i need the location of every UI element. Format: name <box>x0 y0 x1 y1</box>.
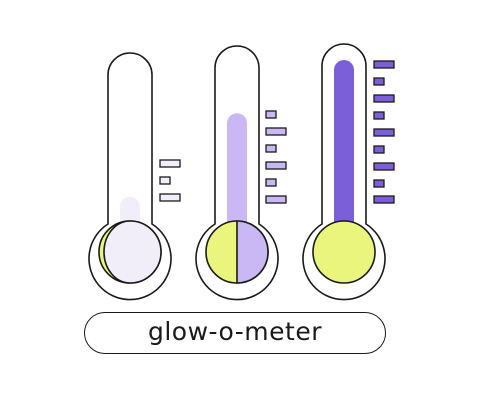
thermometer-high-bulb <box>312 220 376 284</box>
tick <box>265 161 287 170</box>
thermometer-high <box>302 43 395 301</box>
tick <box>373 162 395 171</box>
thermometer-medium-bulb-glow <box>236 220 269 284</box>
glow-o-meter-label-text: glow-o-meter <box>147 317 323 346</box>
thermometer-medium <box>195 45 287 301</box>
tick <box>159 159 181 168</box>
tick <box>373 111 385 120</box>
tick <box>373 94 395 103</box>
tick <box>265 178 277 187</box>
tick <box>265 110 277 119</box>
tick <box>159 176 171 185</box>
tick <box>373 77 385 86</box>
thermometer-low <box>88 52 181 301</box>
tick <box>373 128 395 137</box>
thermometer-medium-fill <box>227 113 247 250</box>
tick <box>373 60 395 69</box>
glow-o-meter-label: glow-o-meter <box>84 312 386 354</box>
thermometer-high-ticks <box>373 60 395 204</box>
thermometer-low-ticks <box>159 159 181 202</box>
tick <box>373 145 385 154</box>
tick <box>373 195 395 204</box>
tick <box>265 127 287 136</box>
tick <box>265 195 287 204</box>
tick <box>265 144 277 153</box>
tick <box>159 193 181 202</box>
thermometer-high-fill <box>334 60 354 250</box>
thermometer-medium-ticks <box>265 110 287 204</box>
tick <box>373 179 385 188</box>
thermometer-low-bulb-glow <box>103 220 162 284</box>
